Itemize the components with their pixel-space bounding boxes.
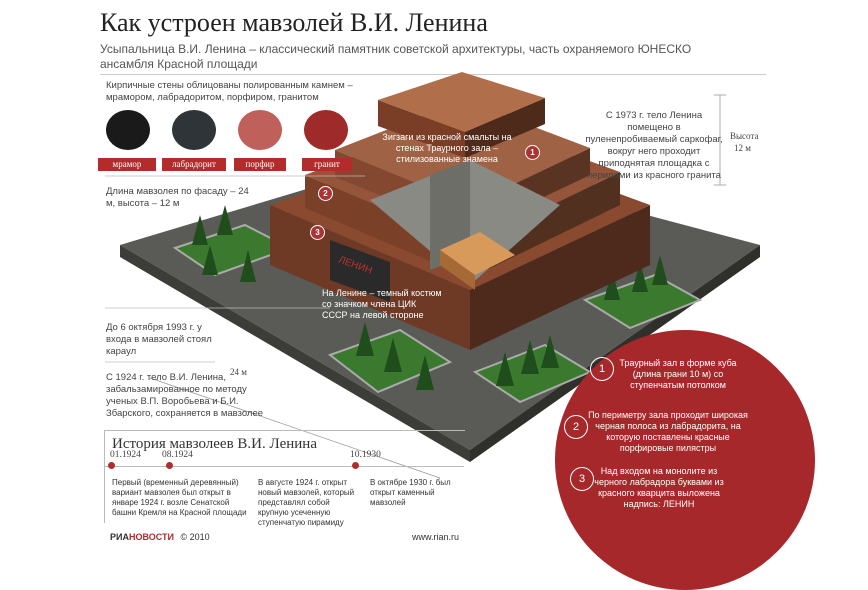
footer-brand: РИАНОВОСТИ © 2010 (110, 532, 210, 542)
marker-2: 2 (318, 186, 333, 201)
sarcophagus-note: С 1973 г. тело Ленина помещено в пуленеп… (585, 110, 723, 181)
ground-side-left (120, 245, 470, 462)
pavilion-top (378, 72, 545, 132)
length-fact: Длина мавзолея по фасаду – 24 м, высота … (106, 186, 249, 209)
labradorite-swatch (172, 110, 216, 150)
history-date-1: 01.1924 (110, 450, 141, 460)
embalm-fact: С 1924 г. тело В.И. Ленина, забальзамиро… (106, 372, 264, 419)
page-title: Как устроен мавзолей В.И. Ленина (100, 8, 488, 37)
entrance-block (330, 240, 390, 302)
marker-1: 1 (525, 145, 540, 160)
legend-text-2: По периметру зала проходит широкая черна… (588, 410, 748, 453)
footer-url[interactable]: www.rian.ru (412, 532, 460, 542)
footer-year: © 2010 (180, 532, 210, 542)
history-date-2: 08.1924 (162, 450, 193, 460)
timeline-line (104, 466, 464, 467)
legend-num-2: 2 (564, 415, 588, 439)
brand-ria: РИА (110, 532, 129, 542)
grass-bed-right (582, 273, 703, 330)
stone-label-porphyry: порфир (234, 158, 286, 171)
height-value: 12 м (734, 143, 751, 153)
granite-swatch (304, 110, 348, 150)
history-title: История мавзолеев В.И. Ленина (112, 436, 317, 452)
legend-num-3: 3 (570, 467, 594, 491)
zigzag-note: Зигзаги из красной смальты на стенах Тра… (382, 132, 512, 164)
history-date-3: 10.1930 (350, 450, 381, 460)
costume-note: На Ленине – темный костюм со значком чле… (322, 288, 442, 320)
tier-2-front (305, 175, 470, 278)
timeline-dot-2 (166, 462, 173, 469)
page-subtitle: Усыпальница В.И. Ленина – классический п… (100, 42, 692, 71)
sarcophagus-side (440, 250, 475, 290)
guard-fact: До 6 октября 1993 г. у входа в мавзолей … (106, 322, 212, 357)
stone-label-marble: мрамор (98, 158, 156, 171)
width-dimension-line (149, 377, 441, 479)
height-label: Высота (730, 131, 759, 141)
cladding-intro: Кирпичные стены облицованы полированным … (106, 80, 353, 103)
title-divider (100, 74, 766, 75)
marble-swatch (106, 110, 150, 150)
marker-3: 3 (310, 225, 325, 240)
brand-novosti: НОВОСТИ (128, 532, 175, 542)
history-item-1: Первый (временный деревянный) вариант ма… (112, 478, 247, 517)
stone-label-labradorite: лабрадорит (162, 158, 226, 171)
timeline-dot-3 (352, 462, 359, 469)
pavilion-right (465, 98, 545, 158)
history-item-2: В августе 1924 г. открыт новый мавзолей,… (258, 478, 355, 527)
history-box (104, 430, 465, 523)
pavilion-front (378, 100, 465, 158)
stone-label-granite: гранит (302, 158, 352, 171)
legend-text-3: Над входом на монолите из черного лабрад… (594, 466, 724, 509)
timeline-dot-1 (108, 462, 115, 469)
history-item-3: В октябре 1930 г. был открыт каменный ма… (370, 478, 451, 507)
legend-text-1: Траурный зал в форме куба (длина грани 1… (619, 358, 737, 390)
porphyry-swatch (238, 110, 282, 150)
tier-1-right (470, 205, 650, 350)
legend-num-1: 1 (590, 357, 614, 381)
width-label: 24 м (230, 367, 247, 377)
sarcophagus (440, 232, 515, 275)
trees (192, 205, 668, 390)
